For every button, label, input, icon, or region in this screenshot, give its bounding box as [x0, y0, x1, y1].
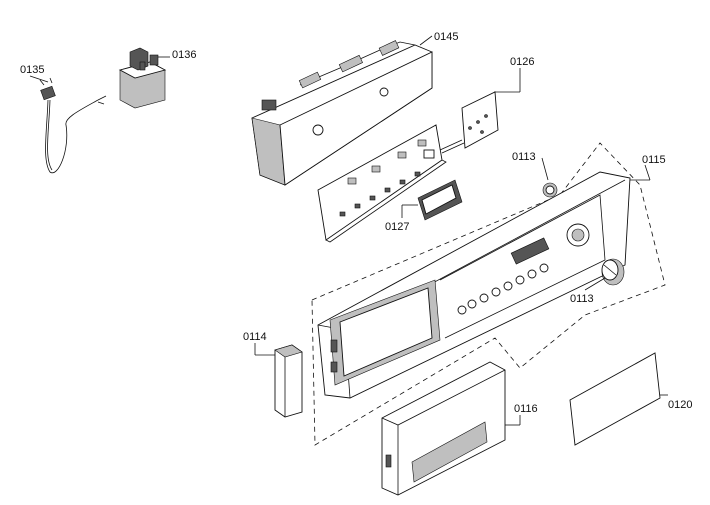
- display-part: [417, 179, 463, 221]
- part-label-0116: 0116: [514, 403, 538, 415]
- part-label-0135: 0135: [20, 64, 44, 76]
- knob-upper-part: [542, 182, 558, 198]
- part-label-0113-upper: 0113: [512, 151, 536, 163]
- part-label-0145: 0145: [434, 31, 458, 43]
- drawer-handle-part: [381, 361, 506, 496]
- part-label-0136: 0136: [172, 49, 196, 61]
- knob-right-part: [601, 258, 625, 286]
- control-panel-part: [317, 171, 631, 399]
- part-label-0126: 0126: [510, 56, 534, 68]
- main-pcb-part: [317, 124, 447, 243]
- part-label-0127: 0127: [385, 221, 409, 233]
- part-label-0120: 0120: [668, 399, 692, 411]
- filter-part: [118, 47, 167, 109]
- small-board-part: [439, 91, 499, 154]
- power-cord-part: [39, 77, 107, 174]
- part-label-0115: 0115: [642, 154, 666, 166]
- leader-lines: [29, 35, 668, 426]
- module-housing-part: [251, 40, 433, 186]
- block-part: [274, 344, 303, 418]
- part-label-0113-right: 0113: [570, 293, 594, 305]
- part-label-0114: 0114: [243, 331, 267, 343]
- label-plate-part: [569, 352, 661, 446]
